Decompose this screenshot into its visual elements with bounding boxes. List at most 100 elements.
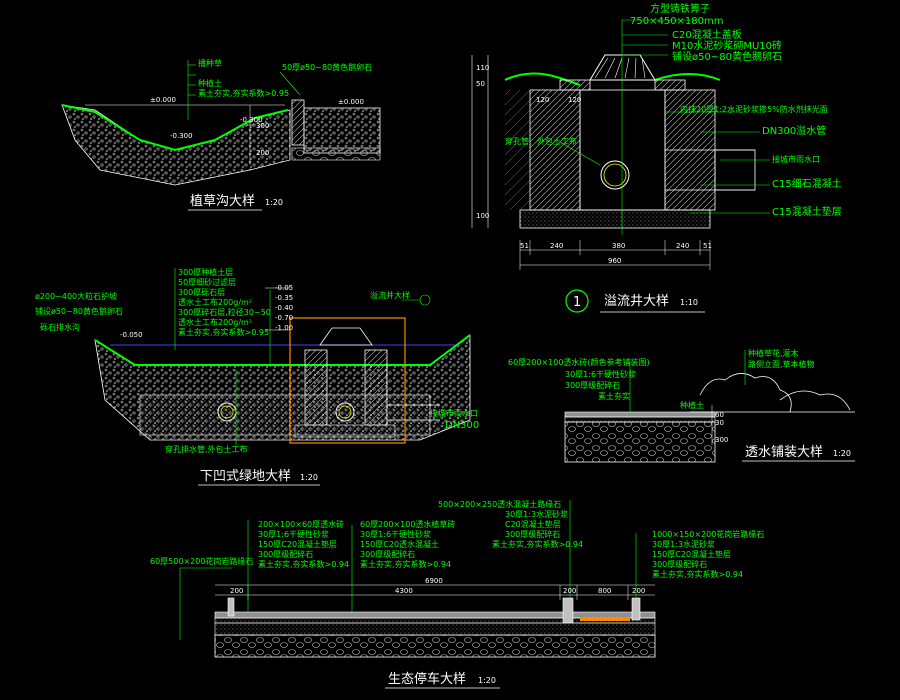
- parking-dim-2: 4300: [395, 587, 413, 595]
- sunken-pipe-label: 穿孔排水管,外包土工布: [165, 444, 248, 454]
- well-dim-3: 380: [612, 242, 625, 250]
- well-total-width: 960: [608, 257, 621, 265]
- well-dim-5: 51: [703, 242, 712, 250]
- sunken-outlet-label: 接城市雨水口: [430, 408, 478, 418]
- sunken-title: 下凹式绿地大样: [200, 469, 291, 484]
- swale-dim-4: ±0.000: [338, 98, 364, 106]
- sunken-level-1: -0.05: [275, 284, 293, 292]
- sunken-note-3: 300厚砾石层: [178, 287, 225, 297]
- well-note-left: 穿孔管、外包土工布: [505, 136, 577, 146]
- parking-note-left-5: 素土夯实,夯实系数>0.94: [258, 559, 349, 569]
- sunken-note-left-3: 砾石排水沟: [40, 322, 80, 332]
- parking-note-left-4: 300厚级配碎石: [258, 549, 313, 559]
- paving-dim-1: 60: [715, 411, 724, 419]
- sunken-level-4: -0.70: [275, 314, 293, 322]
- sunken-note-left-1: ø200~400大粒石护坡: [35, 291, 117, 301]
- well-note-right-4: C15细石混凝土: [772, 177, 842, 190]
- paving-note-4: 素土夯实: [598, 391, 630, 401]
- sunken-scale: 1:20: [300, 473, 318, 482]
- sunken-level-5: -1.00: [275, 324, 293, 332]
- parking-curb-note: 60厚500×200花岗岩路缘石: [150, 556, 253, 566]
- sunken-note-4: 透水土工布200g/m²: [178, 297, 252, 307]
- parking-note-top-4: 300厚级配碎石: [505, 529, 560, 539]
- paving-dim-2: 30: [715, 419, 724, 427]
- paving-scale: 1:20: [833, 449, 851, 458]
- parking-dim-4: 800: [598, 587, 611, 595]
- well-note-top-2: 750×450×180mm: [630, 16, 724, 27]
- parking-note-right-4: 300厚级配碎石: [652, 559, 707, 569]
- well-dim-left-3: 120: [536, 96, 549, 104]
- paving-title: 透水铺装大样: [745, 445, 823, 460]
- sunken-note-1: 300厚种植土层: [178, 267, 233, 277]
- well-note-right-3: 接城市雨水口: [772, 154, 820, 164]
- parking-note-left-3: 150厚C20混凝土垫层: [258, 539, 337, 549]
- well-dim-4: 240: [676, 242, 689, 250]
- parking-dim-5: 200: [632, 587, 645, 595]
- well-note-right-5: C15混凝土垫层: [772, 205, 842, 218]
- paving-note-2: 30厚1:6干硬性砂浆: [565, 369, 636, 379]
- parking-note-right-3: 150厚C20混凝土垫层: [652, 549, 731, 559]
- parking-note-center-2: 30厚1:6干硬性砂浆: [360, 529, 431, 539]
- well-scale: 1:10: [680, 298, 698, 307]
- sunken-outlet-pipe: DN300: [445, 420, 479, 431]
- sunken-well-label: 溢流井大样: [370, 290, 410, 300]
- swale-dim-5: 300: [256, 122, 269, 130]
- swale-dim-1: ±0.000: [150, 96, 176, 104]
- sunken-note-5: 300厚碎石层,粒径30~50: [178, 307, 271, 317]
- swale-note-3: 种植土: [198, 78, 222, 88]
- parking-note-center-1: 60厚200×100透水植草砖: [360, 519, 455, 529]
- well-note-top-1: 方型铸铁箅子: [650, 2, 710, 15]
- paving-dim-3: 300: [715, 436, 728, 444]
- well-title: 溢流井大样: [604, 294, 669, 309]
- well-index: 1: [573, 295, 581, 310]
- parking-note-right-2: 30厚1:3水泥砂浆: [652, 539, 715, 549]
- sunken-note-left-2: 铺设ø50~80黄色鹅卵石: [35, 306, 123, 316]
- parking-note-left-1: 200×100×60厚透水砖: [258, 519, 344, 529]
- swale-title: 植草沟大样: [190, 194, 255, 209]
- well-dim-left-4: 120: [568, 96, 581, 104]
- parking-dim-3: 200: [563, 587, 576, 595]
- grass-swale-drawing: [61, 60, 381, 186]
- parking-dim-1: 200: [230, 587, 243, 595]
- well-note-top-5: 铺设ø50~80黄色鹅卵石: [672, 50, 782, 63]
- swale-dim-6: 200: [256, 149, 269, 157]
- paving-note-right-1: 种植草花,灌木: [748, 348, 799, 358]
- permeable-paving-drawing: [564, 350, 855, 463]
- sunken-greenland-drawing: [94, 268, 471, 445]
- well-note-right-2: DN300溢水管: [762, 124, 826, 137]
- parking-note-top-1: 500×200×250透水混凝土路缘石: [438, 499, 561, 509]
- swale-dim-3: -0.300: [240, 116, 263, 124]
- sunken-note-2: 50厚细砂过滤层: [178, 277, 236, 287]
- paving-note-right-2: 路侧立面,草本植物: [748, 359, 815, 369]
- parking-note-right-1: 1000×150×200花岗岩路缘石: [652, 529, 764, 539]
- well-note-top-3: C20混凝土盖板: [672, 28, 742, 41]
- well-dim-1: 51: [520, 242, 529, 250]
- eco-parking-drawing: [179, 500, 656, 658]
- well-dim-left-1: 110: [476, 64, 489, 72]
- swale-note-4: 素土夯实,夯实系数>0.95: [198, 88, 289, 98]
- parking-note-center-3: 150厚C20透水混凝土: [360, 539, 439, 549]
- sunken-dim: -0.050: [120, 331, 143, 339]
- parking-note-top-5: 素土夯实,夯实系数>0.94: [492, 539, 583, 549]
- parking-note-top-3: C20混凝土垫层: [505, 519, 561, 529]
- overflow-well-drawing: [471, 19, 770, 270]
- well-note-right-1: 内抹20厚1:2水泥砂浆掺5%防水剂抹光面: [680, 104, 828, 114]
- parking-note-right-5: 素土夯实,夯实系数>0.94: [652, 569, 743, 579]
- well-note-top-4: M10水泥砂浆砌MU10砖: [672, 39, 782, 52]
- parking-total: 6900: [425, 577, 443, 585]
- sunken-level-2: -0.35: [275, 294, 293, 302]
- parking-note-top-2: 30厚1:3水泥砂浆: [505, 509, 568, 519]
- swale-note-2: 50厚ø50~80黄色鹅卵石: [282, 62, 372, 72]
- parking-note-center-5: 素土夯实,夯实系数>0.94: [360, 559, 451, 569]
- parking-title: 生态停车大样: [388, 671, 466, 687]
- sunken-note-7: 素土夯实,夯实系数>0.95: [178, 327, 269, 337]
- well-dim-left-2: 50: [476, 80, 485, 88]
- sunken-note-6: 透水土工布200g/m²: [178, 317, 252, 327]
- parking-scale: 1:20: [478, 676, 496, 685]
- swale-scale: 1:20: [265, 198, 283, 207]
- paving-note-1: 60厚200×100透水砖(颜色参考铺装图): [508, 357, 650, 367]
- swale-dim-2: -0.300: [170, 132, 193, 140]
- well-dim-left-5: 100: [476, 212, 489, 220]
- parking-note-center-4: 300厚级配碎石: [360, 549, 415, 559]
